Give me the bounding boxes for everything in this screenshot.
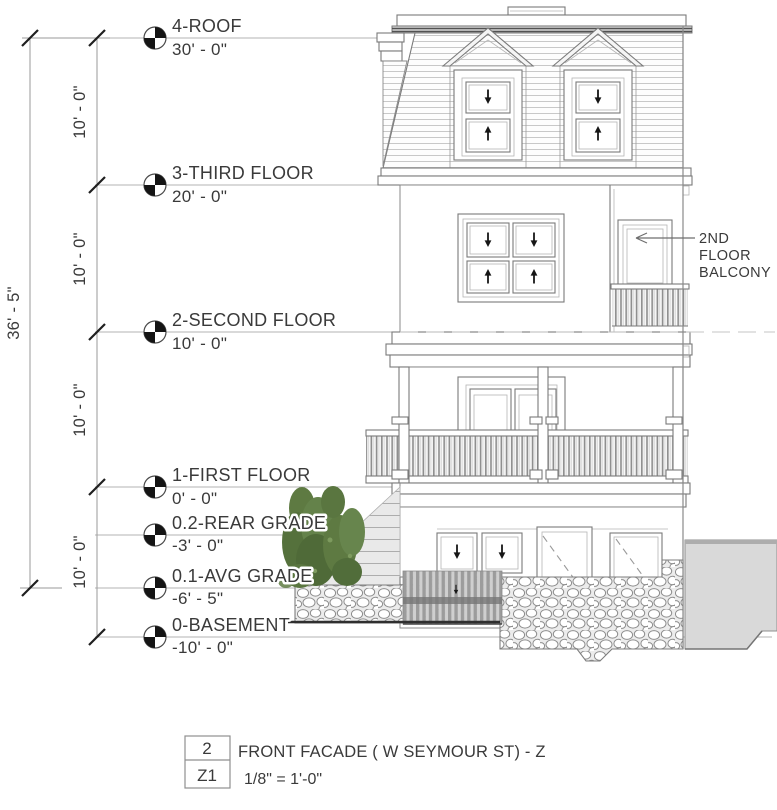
svg-text:0' - 0": 0' - 0" (172, 489, 217, 508)
balcony-railing (610, 283, 690, 327)
segment-dimension-4: 10' - 0" (71, 535, 89, 589)
leader-arrow (635, 232, 695, 244)
svg-text:0.1-AVG GRADE: 0.1-AVG GRADE (172, 566, 313, 586)
svg-text:3-THIRD FLOOR: 3-THIRD FLOOR (172, 163, 314, 183)
neighbor-building (684, 539, 777, 650)
svg-text:0-BASEMENT: 0-BASEMENT (172, 615, 290, 635)
svg-text:0.2-REAR GRADE: 0.2-REAR GRADE (172, 513, 326, 533)
svg-text:10' - 0": 10' - 0" (172, 334, 227, 353)
third-floor (377, 167, 693, 333)
chimney (376, 32, 408, 167)
mansard-roof (382, 32, 684, 169)
svg-text:BALCONY: BALCONY (699, 265, 771, 281)
segment-dimension-2: 10' - 0" (71, 232, 89, 286)
svg-text:-10' - 0": -10' - 0" (172, 638, 233, 657)
svg-text:2-SECOND FLOOR: 2-SECOND FLOOR (172, 310, 336, 330)
balcony-door (617, 219, 673, 293)
level-marker-rear-grade: 0.2-REAR GRADE -3' - 0" (143, 511, 328, 558)
third-floor-window (457, 213, 565, 303)
level-marker-third-floor: 3-THIRD FLOOR 20' - 0" (143, 161, 316, 209)
roof-cap (391, 6, 693, 34)
svg-text:20' - 0": 20' - 0" (172, 187, 227, 206)
dormer-left (441, 27, 535, 169)
basement-window-left (436, 532, 478, 574)
fence-gate (402, 570, 503, 625)
svg-text:FLOOR: FLOOR (699, 248, 751, 264)
ground-lines (288, 620, 502, 625)
svg-text:2ND: 2ND (699, 231, 729, 247)
level-marker-basement: 0-BASEMENT -10' - 0" (143, 613, 292, 660)
detail-number: 2 (202, 739, 211, 758)
level-marker-first-floor: 1-FIRST FLOOR 0' - 0" (143, 463, 313, 511)
building-facade (302, 6, 693, 649)
level-marker-roof: 4-ROOF 30' - 0" (143, 14, 244, 62)
level-markers: 4-ROOF 30' - 0" 3-THIRD FLOOR 20' - 0" 2… (143, 14, 338, 660)
balcony-bay (609, 185, 690, 332)
svg-text:30' - 0": 30' - 0" (172, 40, 227, 59)
svg-text:4-ROOF: 4-ROOF (172, 16, 242, 36)
basement-window-right (481, 532, 523, 574)
porch-posts (391, 366, 684, 484)
balcony-callout: 2ND FLOOR BALCONY (635, 231, 771, 281)
svg-text:1-FIRST FLOOR: 1-FIRST FLOOR (172, 465, 311, 485)
overall-dimension: 36' - 5" (5, 286, 23, 340)
porch-railing (365, 429, 689, 484)
sheet-number: Z1 (197, 766, 217, 785)
view-scale: 1/8" = 1'-0" (244, 771, 322, 788)
level-marker-second-floor: 2-SECOND FLOOR 10' - 0" (143, 308, 338, 356)
svg-text:-3' - 0": -3' - 0" (172, 536, 223, 555)
dimension-strings: 36' - 5" 10' - 0" 10' - 0" 10' - 0" 10' … (5, 29, 110, 646)
level-marker-avg-grade: 0.1-AVG GRADE -6' - 5" (143, 564, 315, 611)
shrub (278, 486, 365, 588)
segment-dimension-1: 10' - 0" (71, 85, 89, 139)
view-title: FRONT FACADE ( W SEYMOUR ST) - Z (238, 743, 546, 761)
second-floor-porch (365, 331, 693, 508)
svg-text:-6' - 5": -6' - 5" (172, 589, 223, 608)
segment-dimension-3: 10' - 0" (71, 383, 89, 437)
dormer-right (551, 27, 645, 169)
view-title-block: 2 Z1 FRONT FACADE ( W SEYMOUR ST) - Z 1/… (184, 735, 546, 789)
